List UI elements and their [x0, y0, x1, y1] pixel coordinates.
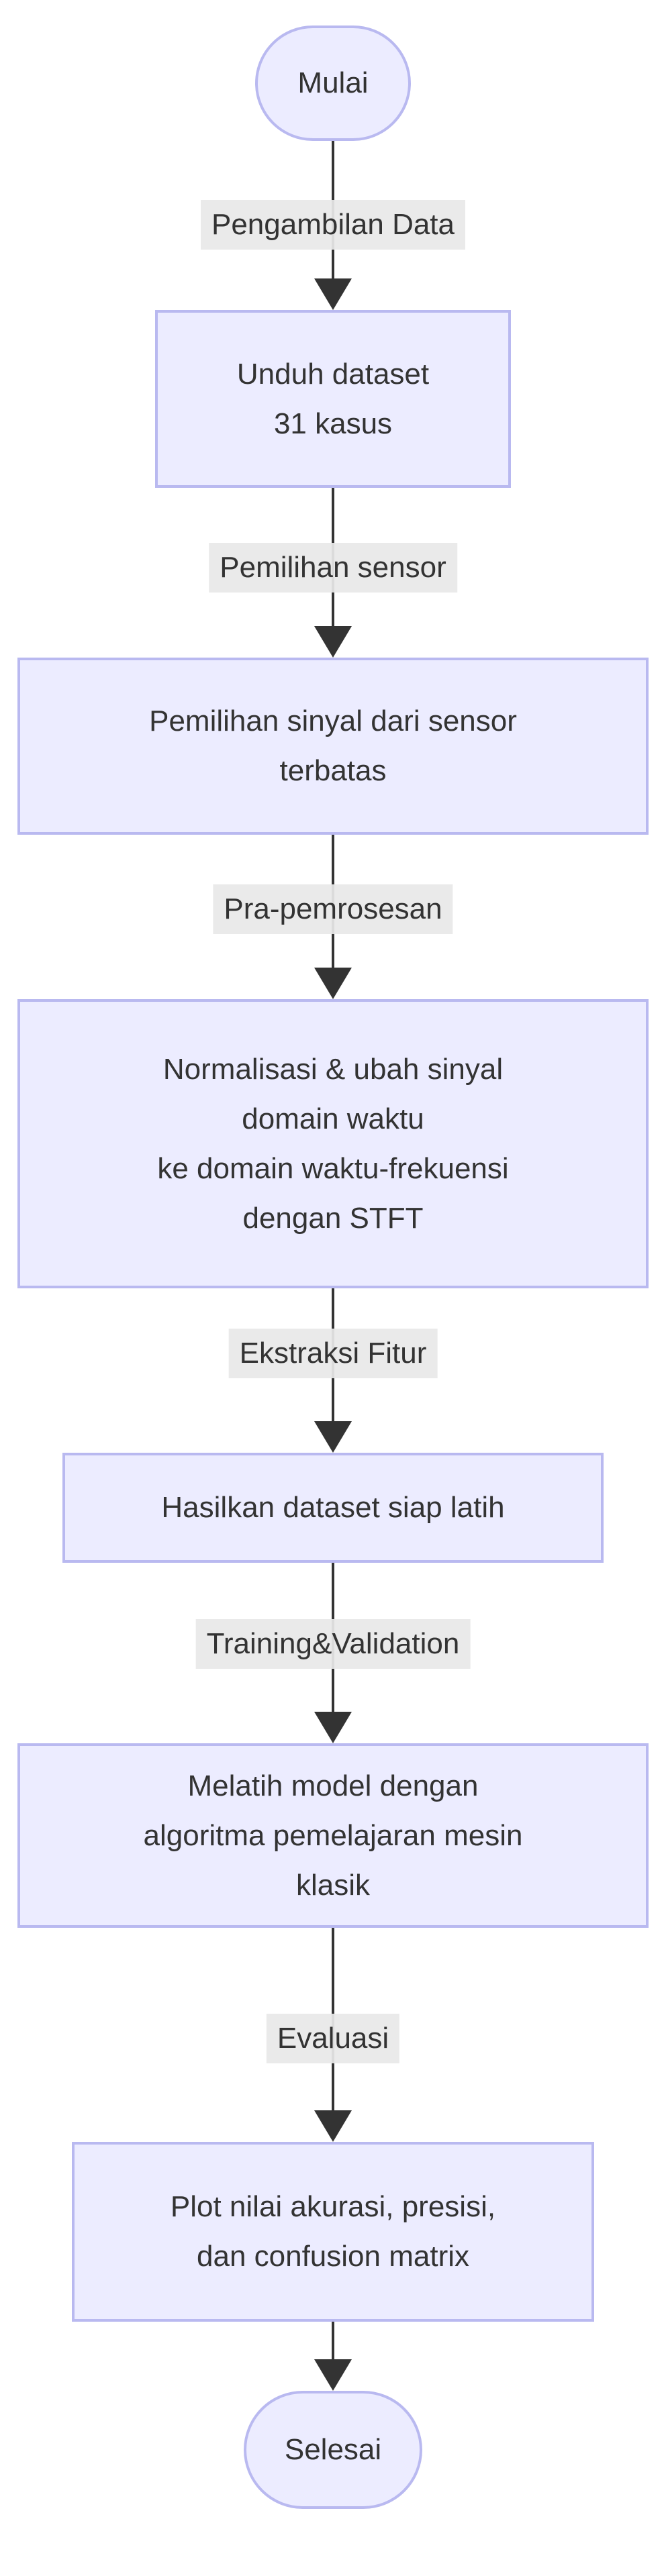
node-line: Unduh dataset	[236, 357, 430, 391]
arrowhead-icon	[314, 278, 352, 310]
node-line: Hasilkan dataset siap latih	[161, 1491, 505, 1524]
node-line: ke domain waktu-frekuensi	[157, 1151, 509, 1185]
node-line: dengan STFT	[242, 1201, 424, 1235]
arrowhead-icon	[314, 2359, 352, 2391]
node-unduh-dataset: Unduh dataset 31 kasus	[155, 310, 511, 488]
node-melatih-model: Melatih model dengan algoritma pemelajar…	[17, 1743, 649, 1928]
node-line: Plot nilai akurasi, presisi,	[170, 2190, 496, 2223]
edge-melatih-to-plot: Evaluasi	[0, 1928, 666, 2142]
node-hasilkan-dataset: Hasilkan dataset siap latih	[62, 1453, 604, 1563]
edge-plot-to-end	[0, 2322, 666, 2391]
edge-label-ekstraksi-fitur: Ekstraksi Fitur	[228, 1329, 438, 1378]
node-normalisasi-stft: Normalisasi & ubah sinyal domain waktu k…	[17, 999, 649, 1288]
arrowhead-icon	[314, 1421, 352, 1453]
node-pemilihan-sinyal: Pemilihan sinyal dari sensor terbatas	[17, 658, 649, 835]
node-line: Melatih model dengan	[187, 1769, 479, 1802]
node-line: terbatas	[279, 754, 387, 787]
node-line: domain waktu	[242, 1102, 424, 1135]
arrowhead-icon	[314, 1712, 352, 1743]
node-line: Pemilihan sinyal dari sensor	[149, 705, 517, 737]
edge-label-pra-pemrosesan: Pra-pemrosesan	[213, 884, 453, 934]
node-line: 31 kasus	[273, 407, 393, 440]
edge-label-pemilihan-sensor: Pemilihan sensor	[209, 543, 457, 593]
arrowhead-icon	[314, 626, 352, 658]
edge-label-pengambilan-data: Pengambilan Data	[200, 200, 466, 250]
node-line: dan confusion matrix	[197, 2240, 469, 2273]
node-plot-evaluasi: Plot nilai akurasi, presisi, dan confusi…	[72, 2142, 594, 2322]
arrowhead-icon	[314, 2110, 352, 2142]
node-line: Normalisasi & ubah sinyal	[162, 1052, 504, 1086]
edge-label-evaluasi: Evaluasi	[266, 2014, 400, 2063]
end-node: Selesai	[244, 2391, 422, 2509]
arrowhead-icon	[314, 968, 352, 999]
edge-pemilihan-to-normalisasi: Pra-pemrosesan	[0, 835, 666, 999]
start-node: Mulai	[255, 25, 411, 141]
edge-hasilkan-to-melatih: Training&Validation	[0, 1563, 666, 1743]
start-node-label: Mulai	[297, 66, 369, 99]
node-line: klasik	[295, 1868, 371, 1902]
edge-unduh-to-pemilihan: Pemilihan sensor	[0, 488, 666, 658]
node-line: algoritma pemelajaran mesin	[143, 1818, 523, 1852]
end-node-label: Selesai	[284, 2433, 382, 2466]
edge-start-to-unduh: Pengambilan Data	[0, 141, 666, 310]
edge-normalisasi-to-hasilkan: Ekstraksi Fitur	[0, 1288, 666, 1453]
edge-line	[332, 2322, 334, 2387]
edge-label-training-validation: Training&Validation	[195, 1619, 471, 1669]
